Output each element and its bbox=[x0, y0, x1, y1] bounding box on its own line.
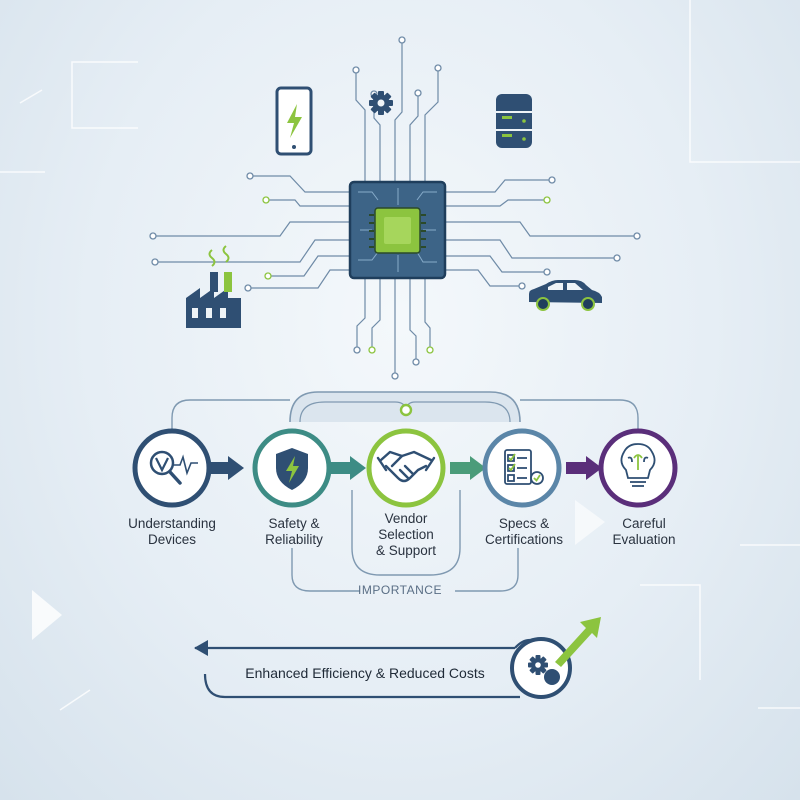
efficiency-banner bbox=[194, 638, 531, 699]
car-icon bbox=[529, 280, 602, 311]
checklist-icon bbox=[504, 449, 544, 485]
gear-icon bbox=[369, 91, 393, 115]
play-triangle-decor bbox=[32, 590, 62, 640]
importance-bracket-bottom bbox=[291, 490, 519, 592]
step-arrow bbox=[208, 456, 244, 480]
step-label-specs-certifications: Specs &Certifications bbox=[484, 516, 564, 547]
step-safety-reliability bbox=[252, 428, 332, 508]
server-icon bbox=[496, 94, 532, 148]
cost-reduction-icon bbox=[510, 637, 572, 699]
brain-bulb-icon bbox=[620, 443, 656, 487]
step-arrow bbox=[450, 456, 486, 480]
step-vendor-selection bbox=[366, 428, 446, 508]
importance-bracket-top bbox=[171, 391, 639, 430]
banner-text: Enhanced Efficiency & Reduced Costs bbox=[245, 665, 485, 681]
step-arrow bbox=[330, 456, 366, 480]
handshake-icon bbox=[376, 450, 436, 483]
smartphone-icon bbox=[275, 86, 313, 156]
shield-bolt-icon bbox=[276, 448, 308, 490]
factory-icon bbox=[186, 245, 241, 328]
microchip-icon bbox=[348, 180, 447, 280]
background-decor bbox=[0, 0, 800, 710]
growth-arrow-icon bbox=[555, 617, 601, 667]
step-arrow bbox=[566, 456, 602, 480]
step-label-safety-reliability: Safety &Reliability bbox=[265, 516, 323, 547]
importance-label: IMPORTANCE bbox=[358, 583, 442, 597]
step-understanding-devices bbox=[132, 428, 212, 508]
step-careful-evaluation bbox=[598, 428, 678, 508]
circuit-traces bbox=[155, 42, 635, 374]
magnifier-signal-icon bbox=[149, 450, 198, 485]
step-specs-certifications bbox=[482, 428, 562, 508]
play-triangle-decor bbox=[575, 500, 605, 545]
